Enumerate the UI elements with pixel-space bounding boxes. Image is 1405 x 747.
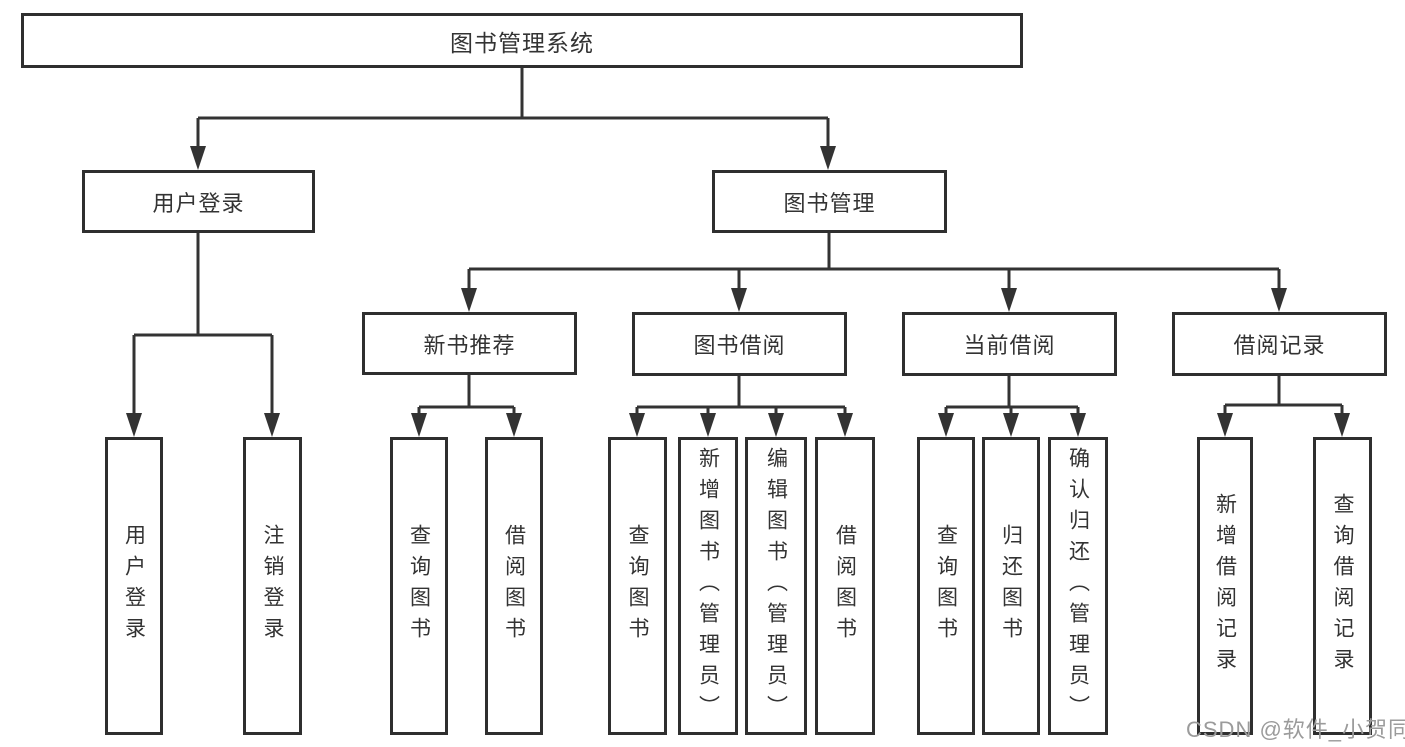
leaf-query-books-current: 查询图书 — [917, 437, 975, 735]
node-label: 新增借阅记录 — [1213, 493, 1237, 679]
connector-user-login-children — [126, 233, 280, 437]
leaf-query-books-borrowing: 查询图书 — [608, 437, 667, 735]
arrow-down-icon — [1334, 413, 1350, 437]
node-label: 确认归还（管理员） — [1066, 446, 1090, 726]
arrow-down-icon — [506, 413, 522, 437]
arrow-down-icon — [264, 413, 280, 437]
connector-book-borrow-children — [629, 376, 853, 437]
leaf-add-borrow-record: 新增借阅记录 — [1197, 437, 1253, 735]
arrow-down-icon — [938, 413, 954, 437]
connector-current-borrow-children — [938, 376, 1086, 437]
leaf-query-books-recommend: 查询图书 — [390, 437, 448, 735]
node-library-system: 图书管理系统 — [21, 13, 1023, 68]
node-label: 当前借阅 — [963, 333, 1056, 358]
node-label: 查询借阅记录 — [1331, 493, 1354, 679]
node-label: 查询图书 — [626, 524, 649, 648]
arrow-down-icon — [126, 413, 142, 437]
connector-new-book-children — [411, 375, 522, 437]
node-label: 编辑图书（管理员） — [764, 446, 788, 726]
leaf-borrow-books-recommend: 借阅图书 — [485, 437, 543, 735]
leaf-borrow-books: 借阅图书 — [815, 437, 875, 735]
node-current-borrowing: 当前借阅 — [902, 312, 1117, 376]
arrow-down-icon — [1217, 413, 1233, 437]
arrow-down-icon — [1070, 413, 1086, 437]
arrow-down-icon — [411, 413, 427, 437]
leaf-confirm-return-admin: 确认归还（管理员） — [1048, 437, 1108, 735]
node-label: 查询图书 — [934, 524, 958, 648]
node-borrow-records: 借阅记录 — [1172, 312, 1387, 376]
arrow-down-icon — [700, 413, 716, 437]
leaf-edit-books-admin: 编辑图书（管理员） — [745, 437, 807, 735]
node-label: 新增图书（管理员） — [696, 446, 720, 726]
node-user-login: 用户登录 — [82, 170, 315, 233]
node-book-borrowing: 图书借阅 — [632, 312, 847, 376]
leaf-logout: 注销登录 — [243, 437, 302, 735]
connector-root-to-level2 — [190, 68, 836, 170]
node-label: 注销登录 — [261, 524, 284, 648]
node-label: 图书管理 — [783, 190, 876, 216]
connector-book-mgmt-children — [461, 233, 1287, 312]
node-label: 查询图书 — [407, 524, 431, 648]
arrow-down-icon — [1003, 413, 1019, 437]
node-book-management: 图书管理 — [712, 170, 947, 233]
arrow-down-icon — [837, 413, 853, 437]
leaf-return-books: 归还图书 — [982, 437, 1040, 735]
csdn-watermark: CSDN @软件_小贺同学 — [1186, 717, 1405, 742]
node-label: 归还图书 — [999, 524, 1023, 648]
connector-borrow-records-children — [1217, 376, 1350, 437]
arrow-down-icon — [820, 146, 836, 170]
node-label: 借阅图书 — [833, 524, 857, 648]
arrow-down-icon — [461, 288, 477, 312]
arrow-down-icon — [768, 413, 784, 437]
node-label: 新书推荐 — [423, 332, 516, 358]
arrow-down-icon — [629, 413, 645, 437]
node-label: 用户登录 — [122, 524, 146, 648]
leaf-query-borrow-record: 查询借阅记录 — [1313, 437, 1372, 735]
arrow-down-icon — [1271, 288, 1287, 312]
node-label: 借阅记录 — [1233, 333, 1326, 358]
node-label: 图书管理系统 — [450, 29, 594, 56]
node-new-book-recommend: 新书推荐 — [362, 312, 577, 375]
leaf-user-login: 用户登录 — [105, 437, 163, 735]
node-label: 图书借阅 — [693, 333, 786, 358]
node-label: 用户登录 — [152, 190, 245, 216]
arrow-down-icon — [190, 146, 206, 170]
leaf-add-books-admin: 新增图书（管理员） — [678, 437, 738, 735]
arrow-down-icon — [1001, 288, 1017, 312]
node-label: 借阅图书 — [502, 524, 526, 648]
arrow-down-icon — [731, 288, 747, 312]
